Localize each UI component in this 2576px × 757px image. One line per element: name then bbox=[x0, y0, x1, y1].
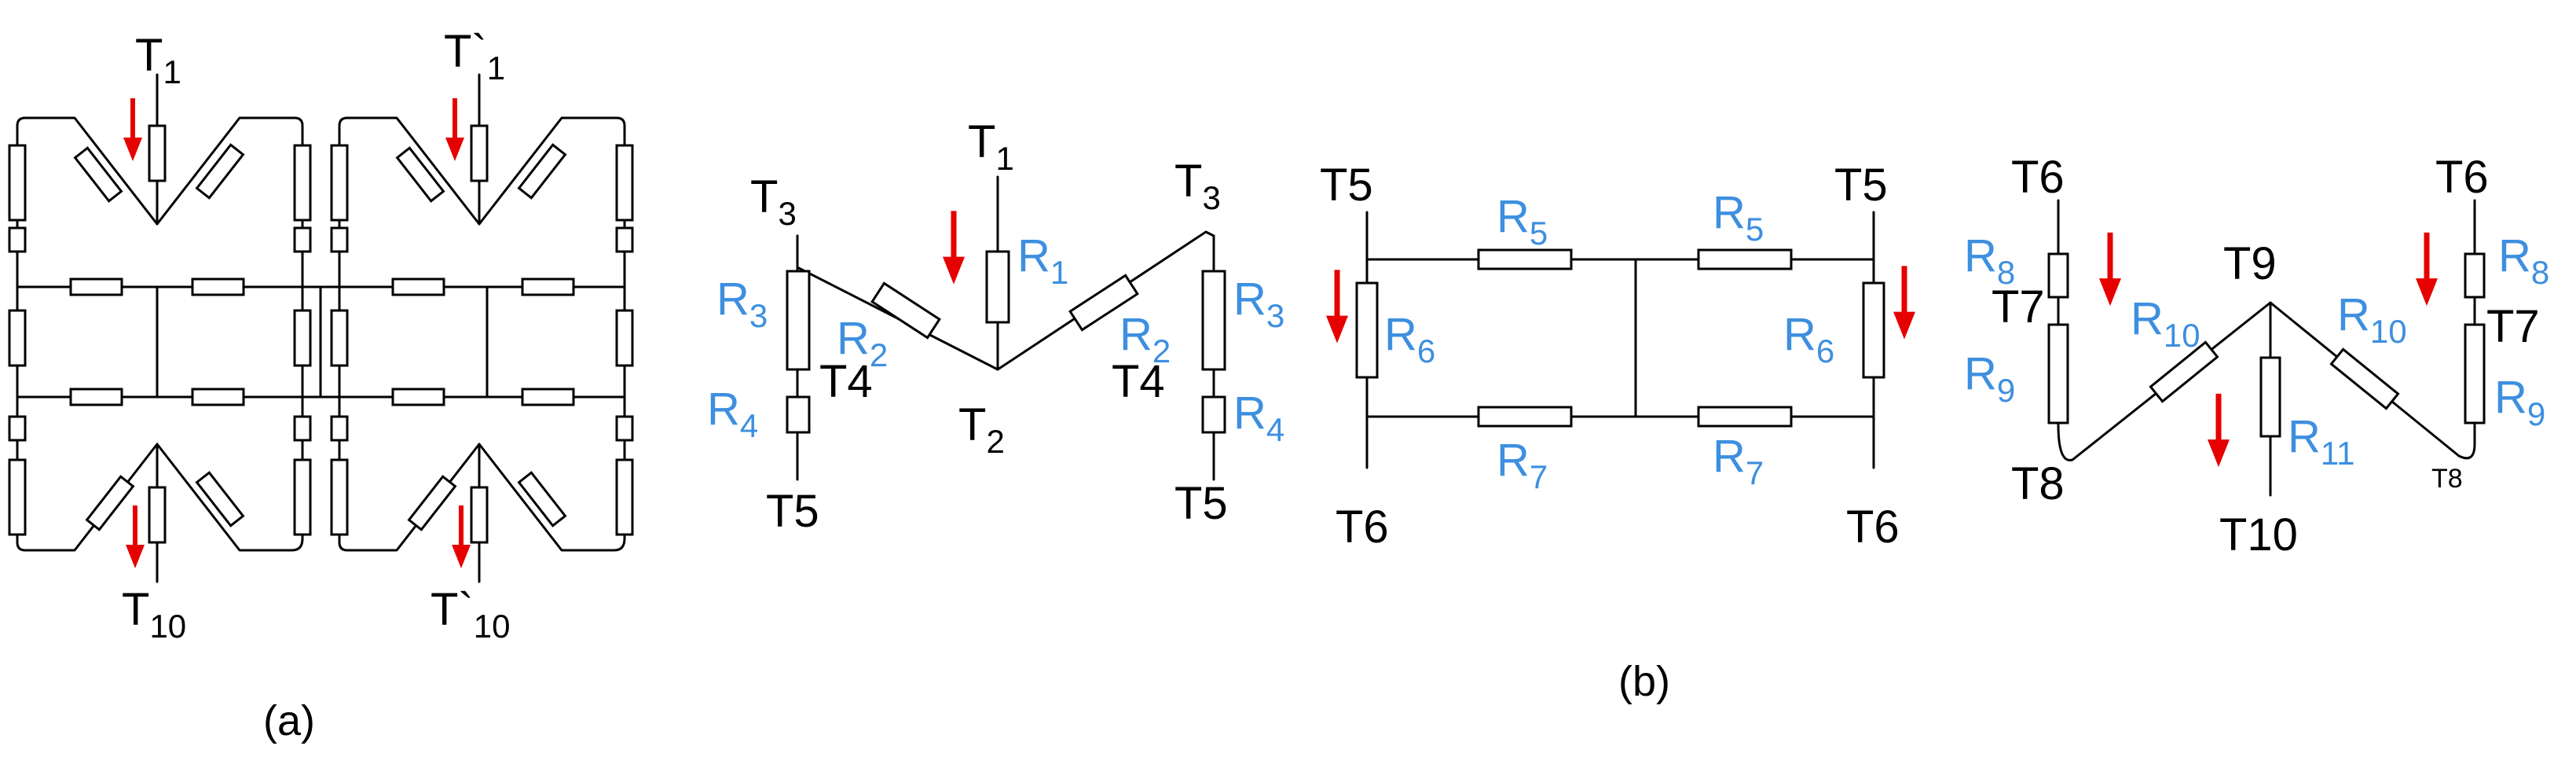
label-t8-left: T8 bbox=[2011, 458, 2065, 509]
label-r6-left: R6 bbox=[1384, 309, 1435, 369]
label-t3-left: T3 bbox=[750, 171, 797, 232]
label-r5-left: R5 bbox=[1497, 191, 1548, 252]
panel-a-left-frame bbox=[16, 116, 304, 552]
label-t10: T10 bbox=[2219, 509, 2298, 560]
label-t6-left: T6 bbox=[1336, 502, 1389, 553]
label-r7-left: R7 bbox=[1497, 435, 1548, 495]
label-r10-right: R10 bbox=[2337, 289, 2407, 350]
label-t10: T10 bbox=[122, 584, 186, 645]
label-t5-right: T5 bbox=[1834, 160, 1888, 211]
label-r4-right: R4 bbox=[1233, 388, 1284, 448]
heat-flow-arrow bbox=[126, 505, 145, 568]
label-t7-left: T7 bbox=[1992, 281, 2045, 333]
label-t2: T2 bbox=[958, 399, 1005, 460]
label-r7-right: R7 bbox=[1713, 431, 1764, 491]
label-t6-right: T6 bbox=[1846, 502, 1900, 553]
label-t4-right: T4 bbox=[1112, 356, 1165, 407]
label-t9: T9 bbox=[2223, 238, 2277, 289]
label-r1: R1 bbox=[1017, 230, 1068, 291]
panel-a-side-resistors bbox=[8, 144, 634, 536]
label-t4-left: T4 bbox=[819, 356, 873, 407]
label-t10-prime: T`10 bbox=[431, 584, 510, 645]
label-r2-right: R2 bbox=[1119, 309, 1171, 369]
label-t3-right: T3 bbox=[1174, 156, 1221, 216]
heat-flow-arrow bbox=[1893, 266, 1915, 340]
heat-flow-arrow bbox=[943, 211, 965, 285]
label-r6-right: R6 bbox=[1783, 309, 1834, 369]
heat-flow-arrow bbox=[452, 505, 471, 568]
label-t5-left: T5 bbox=[766, 486, 819, 537]
label-t1-prime: T`1 bbox=[444, 26, 505, 86]
label-r3-left: R3 bbox=[716, 274, 768, 334]
heat-flow-arrow bbox=[123, 98, 142, 161]
panel-a: T1 T`1 T10 T`10 bbox=[8, 26, 634, 645]
label-r8-right: R8 bbox=[2498, 230, 2549, 291]
heat-flow-arrow bbox=[2099, 232, 2121, 307]
label-t1: T1 bbox=[968, 116, 1014, 177]
heat-flow-arrow bbox=[1326, 270, 1348, 344]
label-r9-right: R9 bbox=[2494, 372, 2545, 432]
label-r8-left: R8 bbox=[1964, 230, 2015, 291]
label-r3-right: R3 bbox=[1233, 274, 1284, 334]
caption-b: (b) bbox=[1618, 658, 1670, 705]
label-t6-left: T6 bbox=[2011, 152, 2065, 203]
heat-flow-arrow bbox=[445, 98, 464, 161]
label-r5-right: R5 bbox=[1713, 187, 1764, 248]
label-r9-left: R9 bbox=[1964, 348, 2015, 409]
label-r10-left: R10 bbox=[2131, 293, 2200, 354]
label-r11: R11 bbox=[2288, 411, 2355, 472]
label-r4-left: R4 bbox=[707, 384, 758, 444]
heat-flow-arrow bbox=[2416, 232, 2438, 307]
label-t5-left: T5 bbox=[1320, 160, 1373, 211]
label-t1: T1 bbox=[135, 30, 181, 90]
panel-b-section-1: T1 T2 T3 T3 T4 T4 T5 T5 R1 R2 R2 R3 R3 R… bbox=[707, 116, 1284, 537]
heat-flow-arrow bbox=[2208, 393, 2230, 468]
label-t6-right: T6 bbox=[2435, 152, 2489, 203]
panel-a-bus-resistors bbox=[69, 277, 575, 406]
label-t5-right: T5 bbox=[1174, 478, 1228, 529]
caption-a: (a) bbox=[263, 697, 315, 744]
panel-a-right-frame bbox=[338, 116, 626, 552]
label-t7-right: T7 bbox=[2486, 301, 2540, 352]
label-t8-right: T8 bbox=[2431, 464, 2463, 494]
panel-b-section-2: T5 T5 T6 T6 R5 R5 R6 R6 R7 R7 bbox=[1320, 160, 1915, 553]
panel-b-section-3: T6 T6 T7 T7 T8 T8 T9 T10 R8 R8 R9 R9 R10… bbox=[1964, 152, 2549, 560]
label-r2-left: R2 bbox=[837, 313, 888, 373]
